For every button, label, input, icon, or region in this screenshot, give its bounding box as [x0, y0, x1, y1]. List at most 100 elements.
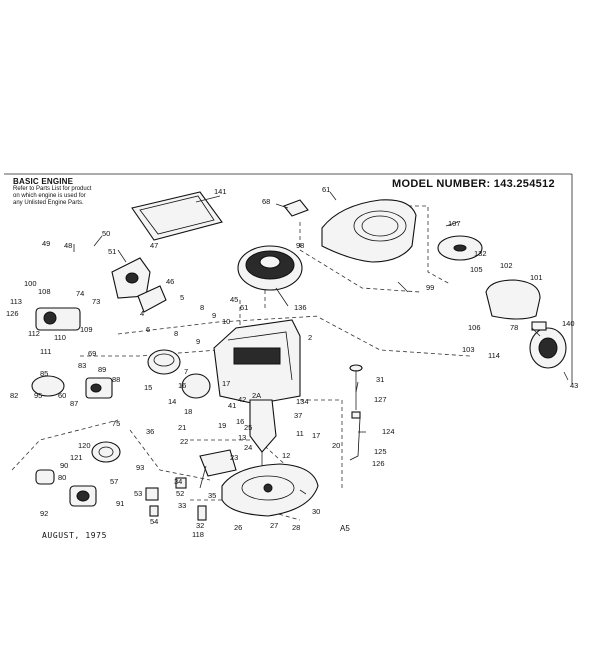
callout-12: 12 [282, 451, 290, 460]
callout-101: 101 [530, 273, 543, 282]
part-136-flywheel [237, 245, 303, 291]
note-line-1: Refer to Parts List for product [13, 186, 92, 192]
callout-134: 134 [296, 397, 309, 406]
callout-73: 73 [92, 297, 100, 306]
part-140-recoil-starter [529, 321, 567, 369]
callout-109: 109 [80, 325, 93, 334]
callout-30: 30 [312, 507, 320, 516]
callout-47: 47 [150, 241, 158, 250]
part-124-oil-fill-tube [349, 411, 361, 461]
part-11-crankshaft [249, 399, 277, 470]
callout-5: 5 [180, 293, 184, 302]
part-91-air-filter-element [69, 485, 97, 507]
callout-111: 111 [40, 347, 51, 356]
note-line-2: on which engine is used for [13, 193, 86, 199]
callout-20: 20 [332, 441, 340, 450]
callout-2A: 2A [252, 391, 261, 400]
callout-31: 31 [376, 375, 384, 384]
callout-35: 35 [208, 491, 216, 500]
callout-82: 82 [10, 391, 18, 400]
callout-labels: 141 61 68 107 98 132 102 105 101 99 49 4… [6, 185, 578, 539]
callout-28: 28 [292, 523, 300, 532]
callout-74: 74 [76, 289, 84, 298]
callout-34: 34 [174, 477, 182, 486]
callout-92: 92 [40, 509, 48, 518]
callout-46: 46 [166, 277, 174, 286]
callout-102: 102 [500, 261, 513, 270]
part-25-crankcase-cover [221, 463, 319, 517]
part-47-carburetor-body [111, 257, 151, 299]
callout-78: 78 [510, 323, 518, 332]
callout-16b: 16 [236, 417, 244, 426]
callout-126b: 126 [372, 459, 385, 468]
callout-26: 26 [234, 523, 242, 532]
part-113-carburetor [35, 307, 81, 331]
callout-8: 8 [200, 303, 204, 312]
callout-87: 87 [70, 399, 78, 408]
callout-32: 32 [196, 521, 204, 530]
callout-103: 103 [462, 345, 475, 354]
callout-22: 22 [180, 437, 188, 446]
callout-25b: 25 [244, 423, 252, 432]
part-46-gasket [137, 285, 167, 313]
callout-21: 21 [178, 423, 186, 432]
callout-121: 121 [70, 453, 83, 462]
callout-93: 93 [136, 463, 144, 472]
part-68-rotating-screen [283, 199, 309, 217]
callout-61b: 61 [240, 303, 248, 312]
callout-125: 125 [374, 447, 387, 456]
callout-17b: 17 [312, 431, 320, 440]
callout-108: 108 [38, 287, 51, 296]
note-line-3: any Unlisted Engine Parts. [13, 200, 84, 206]
part-32-dowel [197, 505, 207, 521]
callout-33: 33 [178, 501, 186, 510]
callout-80: 80 [58, 473, 66, 482]
callout-99: 99 [426, 283, 434, 292]
callout-9b: 9 [196, 337, 200, 346]
callout-18: 18 [184, 407, 192, 416]
callout-136: 136 [294, 303, 307, 312]
callout-141: 141 [214, 187, 227, 196]
callout-43: 43 [570, 381, 578, 390]
callout-23: 23 [230, 453, 238, 462]
callout-14: 14 [168, 397, 176, 406]
callout-88: 88 [112, 375, 120, 384]
callout-6: 6 [146, 325, 150, 334]
callout-83: 83 [78, 361, 86, 370]
callout-10: 10 [222, 317, 230, 326]
callout-61: 61 [322, 185, 330, 194]
callout-7: 7 [184, 367, 188, 376]
diagram-title: BASIC ENGINE [13, 177, 74, 186]
callout-4: 4 [140, 309, 144, 318]
revision-code: A5 [340, 524, 350, 533]
callout-98: 98 [296, 241, 304, 250]
part-54-spacer [149, 505, 159, 517]
engine-crankcase-block [213, 319, 301, 405]
callout-68: 68 [262, 197, 270, 206]
callout-113: 113 [10, 297, 22, 306]
callout-85: 85 [40, 369, 48, 378]
callout-110: 110 [54, 333, 66, 342]
callout-17: 17 [222, 379, 230, 388]
callout-37: 37 [294, 411, 302, 420]
callout-127: 127 [374, 395, 387, 404]
callout-57: 57 [110, 477, 118, 486]
part-88-fuel-pump [85, 377, 113, 399]
publication-date: AUGUST, 1975 [42, 531, 107, 540]
callout-106: 106 [468, 323, 481, 332]
callout-leader-lines [73, 191, 569, 495]
callout-42: 42 [238, 395, 246, 404]
callout-107: 107 [448, 219, 461, 228]
callout-105: 105 [470, 265, 483, 274]
part-132-starter-pulley [437, 235, 483, 261]
callout-118: 118 [192, 530, 204, 539]
callout-52: 52 [176, 489, 184, 498]
callout-8b: 8 [174, 329, 178, 338]
callout-50: 50 [102, 229, 110, 238]
callout-11: 11 [296, 429, 304, 438]
callout-126: 126 [6, 309, 19, 318]
part-52-screw [175, 477, 187, 489]
callout-95: 95 [34, 391, 42, 400]
callout-90: 90 [60, 461, 68, 470]
